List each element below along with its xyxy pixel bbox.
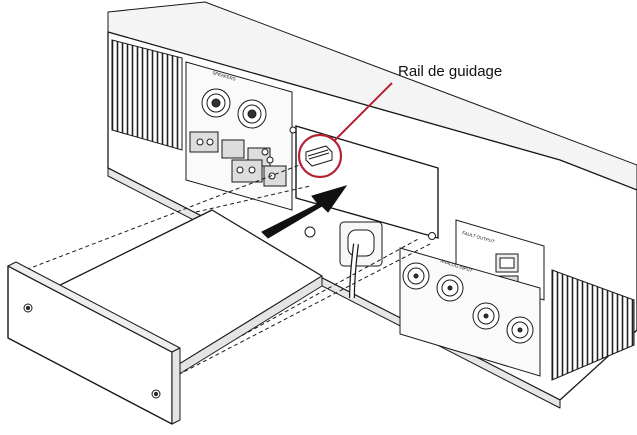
left-vent-grille [111,39,183,151]
right-vent-grille [551,269,635,381]
guide-rail-callout [297,82,393,179]
insertion-arrow [261,185,348,239]
callout-circle [297,133,343,179]
speaker-section [185,61,293,211]
power-inlet [339,221,383,299]
speakers-label: SPEAKERS [212,70,237,81]
callout-label: Rail de guidage [398,63,503,80]
expansion-card [7,209,323,425]
analog-input-section [399,247,541,377]
callout-leader [333,82,393,142]
